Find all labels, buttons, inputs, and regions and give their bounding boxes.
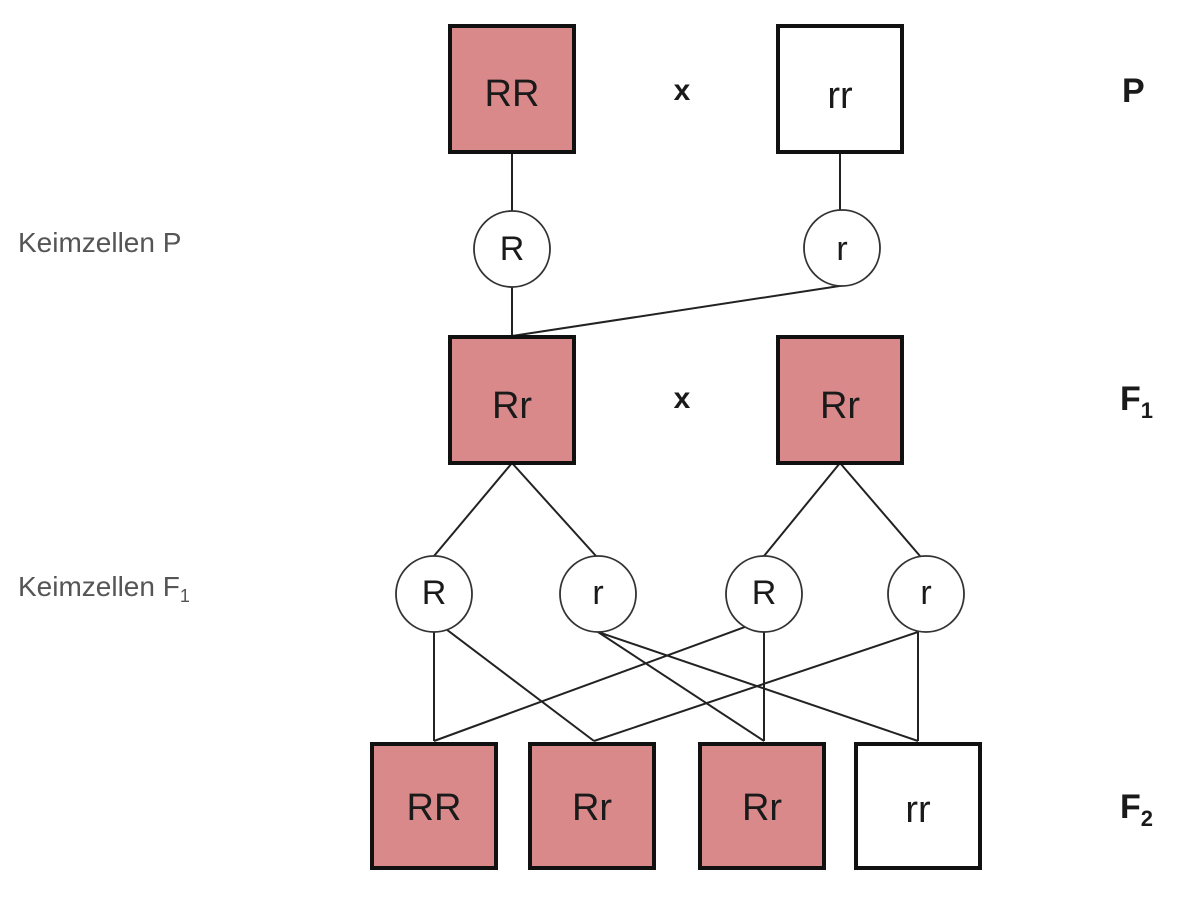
- genotype-label: RR: [407, 787, 462, 829]
- line-f1a-gamete1: [433, 462, 513, 557]
- generation-letter: F: [1120, 380, 1141, 418]
- genotype-box: [698, 742, 826, 870]
- genotype-label: Rr: [572, 787, 612, 829]
- generation-label-f2: F2: [1120, 788, 1153, 831]
- line-f1b-gamete4: [839, 462, 921, 557]
- f2-individual-4: rr: [854, 742, 982, 870]
- gamete-label: r: [920, 574, 931, 612]
- genotype-box: [776, 335, 904, 465]
- gamete-label: r: [836, 230, 847, 268]
- line-f1a-gamete2: [511, 462, 597, 557]
- generation-label-f1: F1: [1120, 380, 1153, 423]
- f1-gamete-2: r: [559, 555, 637, 633]
- genotype-label: Rr: [742, 787, 782, 829]
- generation-subscript: 2: [1141, 806, 1153, 831]
- gamete-circle: [473, 210, 551, 288]
- f1-gamete-3: R: [725, 555, 803, 633]
- genotype-box: [448, 335, 576, 465]
- genotype-label: rr: [905, 789, 931, 831]
- genotype-label: RR: [485, 73, 540, 115]
- connector-lines: [433, 152, 921, 742]
- gametes-label-p: Keimzellen P: [18, 227, 181, 258]
- generation-letter: P: [1122, 72, 1145, 110]
- gamete-label: R: [752, 574, 777, 612]
- f1-gamete-4: r: [887, 555, 965, 633]
- genotype-box: [776, 24, 904, 154]
- gamete-circle: [725, 555, 803, 633]
- generation-label-p: P: [1122, 72, 1145, 110]
- line-f1b-gamete3: [763, 462, 841, 557]
- genotype-label: Rr: [492, 385, 532, 427]
- generation-subscript: 1: [1141, 398, 1153, 423]
- p-gamete-1: R: [473, 210, 551, 288]
- genotype-box: [370, 742, 498, 870]
- gamete-circle: [887, 555, 965, 633]
- line-g4-f2b: [593, 631, 919, 742]
- generation-letter: F: [1120, 788, 1141, 826]
- f1-gamete-1: R: [395, 555, 473, 633]
- p-gamete-2: r: [803, 209, 881, 287]
- line-g2-f2c: [597, 631, 765, 742]
- cross-symbol-p: x: [674, 74, 691, 107]
- p-individual-2: rr: [776, 24, 904, 154]
- f1-individual-1: Rr: [448, 335, 576, 465]
- cross-symbol-f1: x: [674, 382, 691, 415]
- gamete-label: r: [592, 574, 603, 612]
- genotype-box: [854, 742, 982, 870]
- genotype-label: Rr: [820, 385, 860, 427]
- gamete-circle: [559, 555, 637, 633]
- gamete-circle: [395, 555, 473, 633]
- f2-individual-2: Rr: [528, 742, 656, 870]
- genotype-label: rr: [827, 75, 853, 117]
- gametes-label-f1: Keimzellen F1: [18, 571, 190, 606]
- f2-individual-1: RR: [370, 742, 498, 870]
- side-label-text: Keimzellen F: [18, 571, 180, 602]
- genotype-box: [448, 24, 576, 154]
- side-label-subscript: 1: [180, 586, 190, 606]
- line-g3-f2a: [433, 619, 765, 742]
- genotype-box: [528, 742, 656, 870]
- line-g1-f2b: [433, 619, 595, 742]
- gamete-circle: [803, 209, 881, 287]
- f2-individual-3: Rr: [698, 742, 826, 870]
- f1-individual-2: Rr: [776, 335, 904, 465]
- gamete-label: R: [422, 574, 447, 612]
- line-gamete-rr-f1: [511, 284, 847, 337]
- side-label-text: Keimzellen P: [18, 227, 181, 258]
- gamete-label: R: [500, 230, 525, 268]
- p-individual-1: RR: [448, 24, 576, 154]
